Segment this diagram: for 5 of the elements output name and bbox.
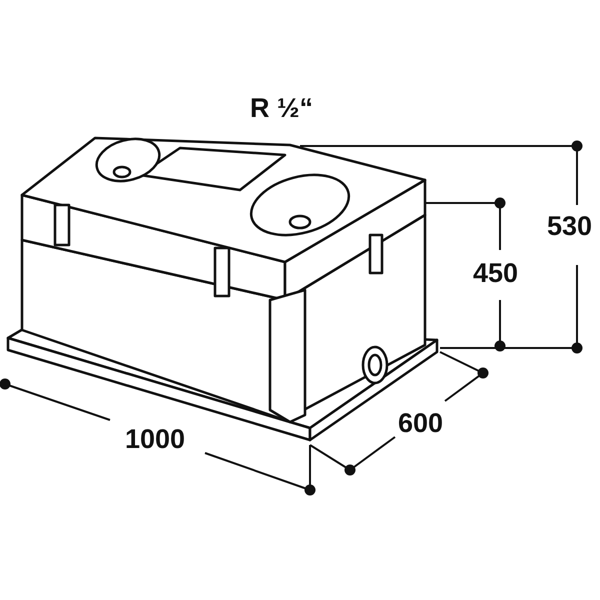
thread-size-label: R ½“: [250, 95, 314, 122]
dimension-label: 1000: [125, 426, 186, 453]
dimension-label: 450: [473, 260, 518, 287]
dimension-label: 530: [547, 213, 592, 240]
dimension-label: 600: [398, 410, 444, 437]
